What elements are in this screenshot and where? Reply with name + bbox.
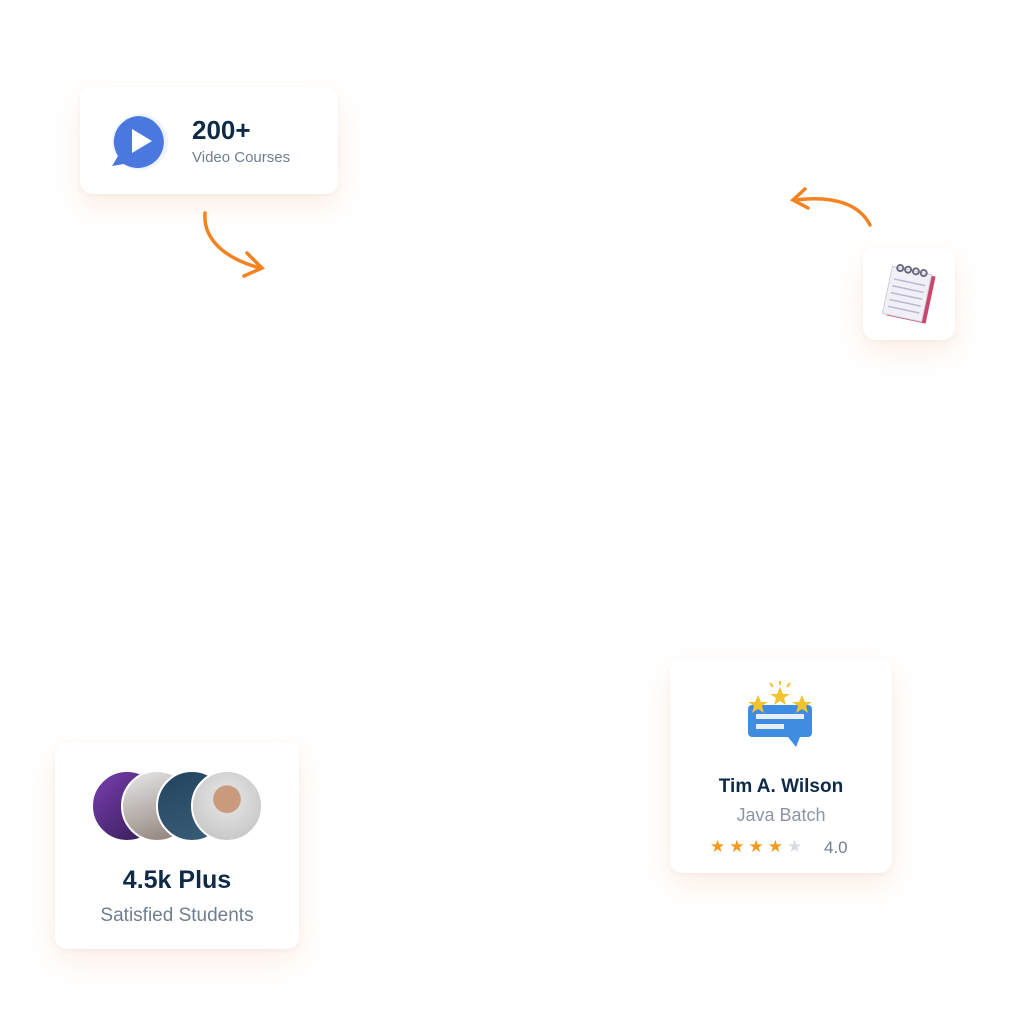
reviewer-name: Tim A. Wilson	[718, 776, 844, 797]
courses-count: 200+	[192, 115, 251, 145]
star-icon: ★	[748, 837, 768, 856]
notepad-card	[863, 248, 955, 340]
curved-arrow-icon	[789, 187, 872, 227]
video-courses-card: 200+ Video Courses	[80, 87, 338, 194]
notepad-icon	[881, 264, 936, 324]
review-icon	[748, 681, 812, 747]
rating-value: 4.0	[824, 838, 848, 857]
star-icon: ★	[767, 837, 787, 856]
review-card: Tim A. Wilson Java Batch ★★★★★ 4.0	[670, 659, 892, 873]
star-icon: ★	[710, 837, 730, 856]
play-chat-icon	[112, 114, 168, 170]
curved-arrow-icon	[203, 211, 266, 278]
avatar-group	[91, 770, 263, 842]
star-empty-icon: ★	[787, 837, 807, 856]
students-card: 4.5k Plus Satisfied Students	[55, 742, 299, 949]
avatar	[191, 770, 263, 842]
star-rating: ★★★★★	[710, 837, 806, 857]
star-icon: ★	[729, 837, 749, 856]
courses-label: Video Courses	[192, 149, 291, 166]
students-label: Satisfied Students	[100, 905, 254, 926]
students-count: 4.5k Plus	[122, 866, 232, 894]
reviewer-batch: Java Batch	[736, 805, 826, 825]
